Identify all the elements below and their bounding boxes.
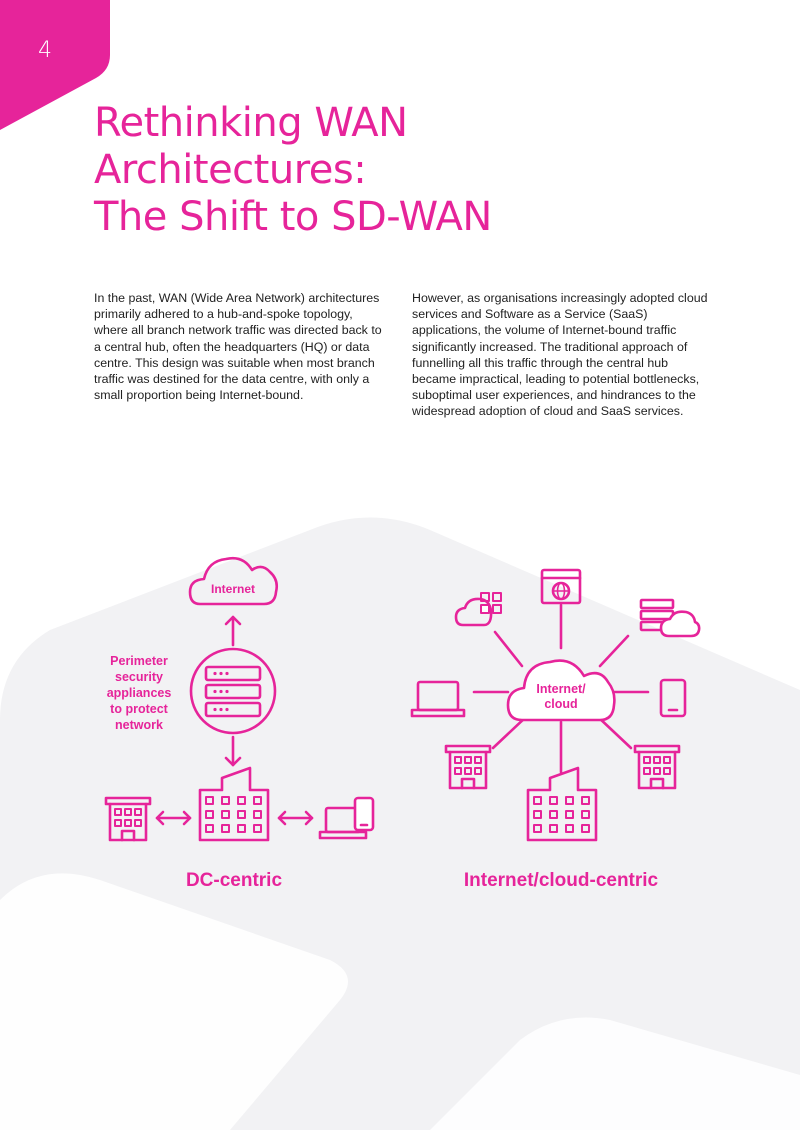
intro-paragraph-right: However, as organisations increasingly a…: [412, 291, 708, 419]
intro-paragraph-left: In the past, WAN (Wide Area Network) arc…: [94, 291, 382, 403]
branch-building-right-icon: [633, 744, 681, 790]
annotation-line-4: to protect: [110, 702, 168, 716]
double-arrow-left-icon: [155, 810, 192, 826]
internet-cloud-icon: [188, 556, 279, 606]
hub-cloud-label-1: Internet/: [536, 682, 586, 696]
branch-building-icon: [104, 796, 152, 842]
annotation-line-2: security: [115, 670, 163, 684]
double-arrow-right-icon: [277, 810, 314, 826]
page-title: Rethinking WAN Architectures: The Shift …: [94, 100, 492, 241]
annotation-line-1: Perimeter: [110, 654, 168, 668]
server-stack-icon: [189, 647, 277, 735]
wan-architecture-diagram: Internet Perimeter security appliances t…: [104, 556, 701, 891]
internet-cloud-hub-icon: [506, 659, 616, 722]
arrow-down-icon: [224, 735, 242, 767]
browser-globe-icon: [540, 568, 582, 605]
annotation-line-3: appliances: [107, 686, 172, 700]
caption-dc-centric: DC-centric: [186, 870, 283, 891]
title-line-1: Rethinking WAN: [94, 100, 408, 146]
title-line-3: The Shift to SD-WAN: [94, 194, 492, 240]
caption-internet-cloud-centric: Internet/cloud-centric: [464, 870, 659, 891]
laptop-icon: [410, 680, 466, 718]
annotation-line-5: network: [115, 718, 163, 732]
title-line-2: Architectures:: [94, 147, 367, 193]
internet-cloud-label: Internet: [211, 582, 255, 596]
arrow-up-icon: [224, 615, 242, 647]
corner-tab: [0, 0, 110, 130]
server-cloud-icon: [639, 598, 701, 638]
spoke-lines: [472, 603, 650, 774]
background-hexagon-bottom: [430, 1017, 800, 1130]
page-number: 4: [38, 38, 52, 63]
laptop-phone-icon: [318, 796, 375, 840]
headquarters-building-icon: [198, 766, 270, 842]
cloud-apps-icon: [454, 592, 502, 627]
background-hexagon-left: [0, 873, 348, 1130]
perimeter-annotation: Perimeter security appliances to protect…: [107, 654, 172, 732]
branch-building-left-icon: [444, 744, 492, 790]
headquarters-building-right-icon: [526, 766, 598, 842]
hub-cloud-label-2: cloud: [544, 697, 577, 711]
phone-icon: [659, 678, 687, 718]
